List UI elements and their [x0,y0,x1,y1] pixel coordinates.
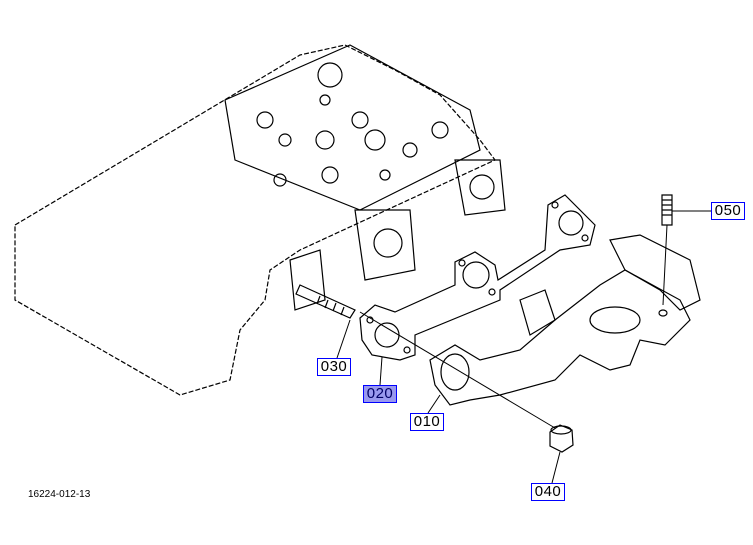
callout-020-selected[interactable]: 020 [363,385,397,403]
callout-050[interactable]: 050 [711,202,745,220]
callout-010[interactable]: 010 [410,413,444,431]
gasket-020 [359,194,596,361]
nut-040 [549,424,574,453]
callout-040[interactable]: 040 [531,483,565,501]
stud-050 [661,194,673,226]
diagram-reference-number: 16224-012-13 [28,489,91,500]
stud-030 [295,284,356,319]
callout-030[interactable]: 030 [317,358,351,376]
cylinder-head [14,44,506,396]
leader-lines [336,210,711,484]
manifold-010 [429,234,701,406]
